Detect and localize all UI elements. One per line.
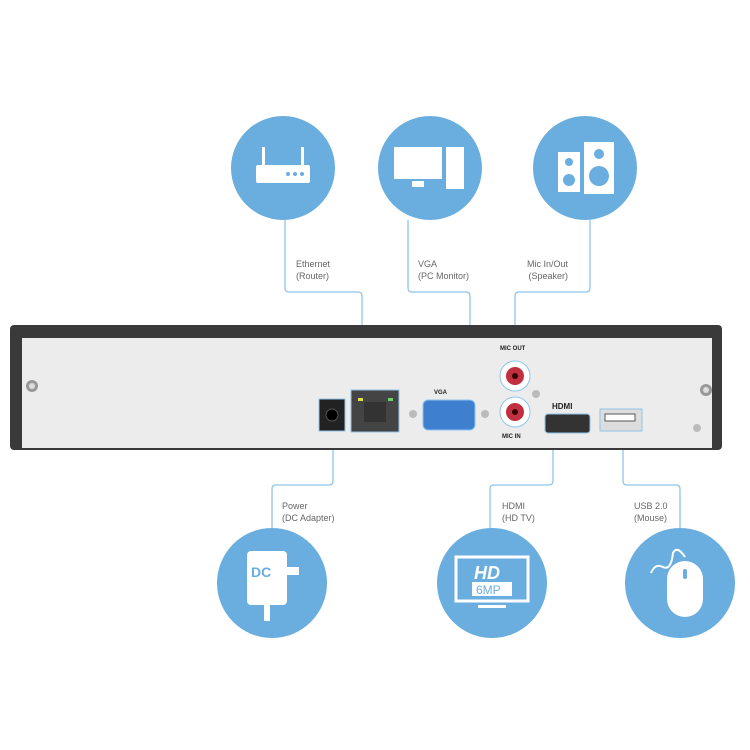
ethernet-label: Ethernet(Router): [296, 259, 331, 281]
mic-out-label: MIC OUT: [500, 346, 526, 352]
usb-label: USB 2.0(Mouse): [634, 501, 668, 523]
mic-in-port: [499, 396, 531, 428]
router-icon: [256, 147, 310, 183]
hdmi-label: HDMI(HD TV): [502, 501, 535, 523]
hdmi-line: [489, 430, 554, 530]
vga-port-label: VGA: [434, 390, 448, 396]
mic-in-label: MIC IN: [502, 434, 521, 440]
hd-text: HD: [474, 563, 500, 583]
router-circle: [231, 116, 335, 220]
nvr-device: [10, 325, 722, 450]
6mp-text: 6MP: [476, 583, 501, 597]
mic-out-port: [499, 360, 531, 392]
mouse-circle: [625, 528, 735, 638]
pc-monitor-icon: [394, 147, 464, 189]
vga-line: [407, 220, 471, 404]
speaker-circle: [533, 116, 637, 220]
vga-port: [422, 399, 476, 431]
ethernet-line: [284, 220, 363, 390]
mic-label: Mic In/Out(Speaker): [527, 259, 569, 281]
power-label: Power(DC Adapter): [282, 501, 335, 523]
dc-circle: DC: [217, 528, 327, 638]
dc-adapter-icon: DC: [247, 551, 299, 621]
dc-text: DC: [251, 564, 271, 580]
power-line: [271, 430, 334, 530]
vga-label: VGA(PC Monitor): [418, 259, 470, 281]
hdmi-port-label: HDMI: [552, 402, 573, 411]
mouse-icon: [650, 548, 703, 617]
speaker-icon: [558, 142, 614, 194]
pc-circle: [378, 116, 482, 220]
hdmi-port: [544, 413, 591, 434]
mic-line: [514, 220, 591, 362]
usb-line: [622, 430, 681, 530]
